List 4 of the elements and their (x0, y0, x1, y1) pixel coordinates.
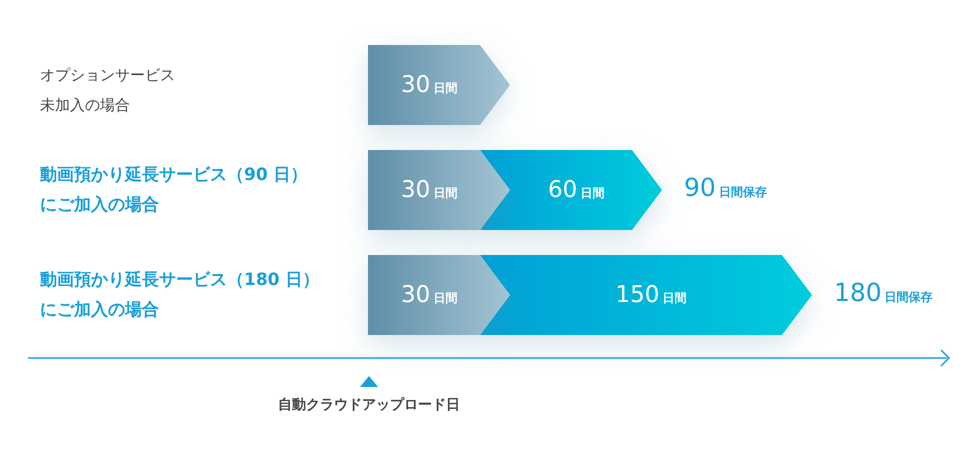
axis-start-label: 自動クラウドアップロード日 (277, 396, 461, 414)
plan-row-label: 動画預かり延長サービス（90 日）にご加入の場合 (40, 164, 309, 217)
plan-row-label: 動画預かり延長サービス（180 日）にご加入の場合 (40, 269, 320, 322)
plan-row-label: オプションサービス未加入の場合 (40, 65, 176, 116)
